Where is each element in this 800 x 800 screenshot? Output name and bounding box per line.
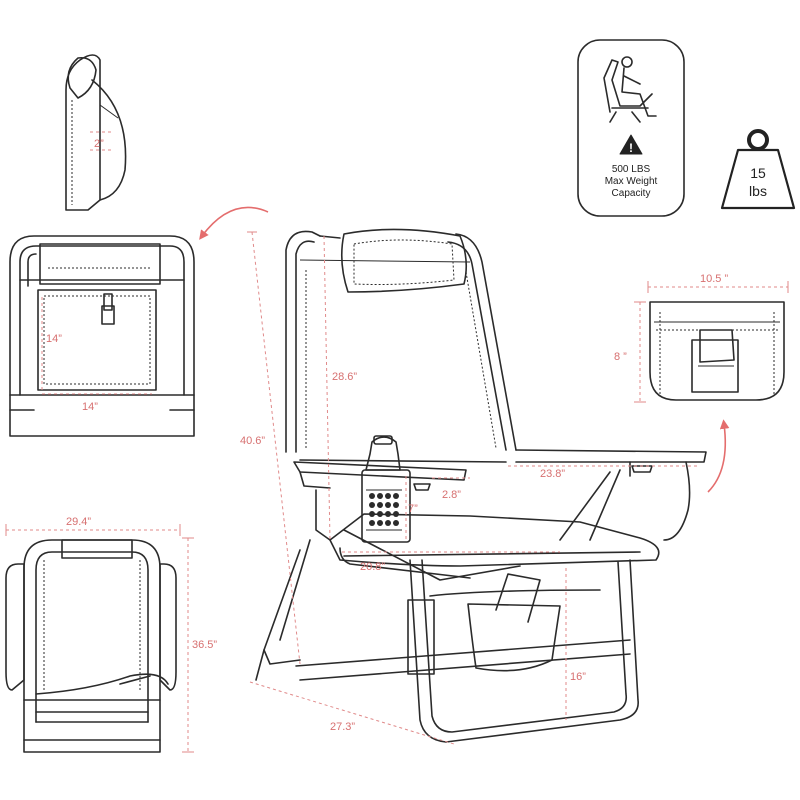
pocket-height-label: 14” [46, 333, 62, 345]
capacity-line1: 500 LBS [612, 164, 651, 175]
total-height-label: 40.6” [240, 435, 265, 447]
cupholder-width-label: 2.8” [442, 489, 461, 501]
seat-height-label: 16” [570, 671, 586, 683]
capacity-line3: Capacity [612, 188, 651, 199]
bag-width-label: 10.5 ” [700, 273, 728, 285]
person-in-chair-icon [603, 56, 657, 123]
pocket-width-label: 14” [82, 401, 98, 413]
back-pocket-view: 14” 14” [9, 235, 195, 437]
weight-value: 15 [750, 165, 766, 181]
strap-depth-label: 2” [94, 138, 104, 150]
cooler-bag-view: 10.5 ” 8 ” [614, 273, 789, 403]
folded-width-label: 29.4” [66, 516, 91, 528]
bottle-label [369, 493, 399, 526]
weight-unit: lbs [749, 183, 767, 199]
warning-triangle-icon: ! [619, 134, 643, 155]
cupholder-depth-label: 7” [408, 503, 418, 515]
main-chair: 40.6” 28.6” 23.8” 2.8” 7” 20.8” 27.3” 16… [240, 228, 707, 745]
bag-height-label: 8 ” [614, 351, 627, 363]
capacity-line2: Max Weight [605, 176, 658, 187]
capacity-card: ! 500 LBS Max Weight Capacity [577, 39, 685, 217]
rotate-arrow-right [707, 419, 730, 493]
seat-width-label: 20.8” [360, 561, 385, 573]
weight-icon: 15 lbs [720, 129, 796, 210]
svg-text:!: ! [629, 141, 633, 155]
base-depth-label: 27.3” [330, 721, 355, 733]
strap-side-view: 2” [65, 54, 127, 211]
armrest-length-label: 23.8” [540, 468, 565, 480]
folded-chair-view: 29.4” 36.5” [5, 516, 217, 753]
rotate-arrow-left [199, 206, 269, 240]
backrest-height-label: 28.6” [332, 371, 357, 383]
folded-height-label: 36.5” [192, 639, 217, 651]
